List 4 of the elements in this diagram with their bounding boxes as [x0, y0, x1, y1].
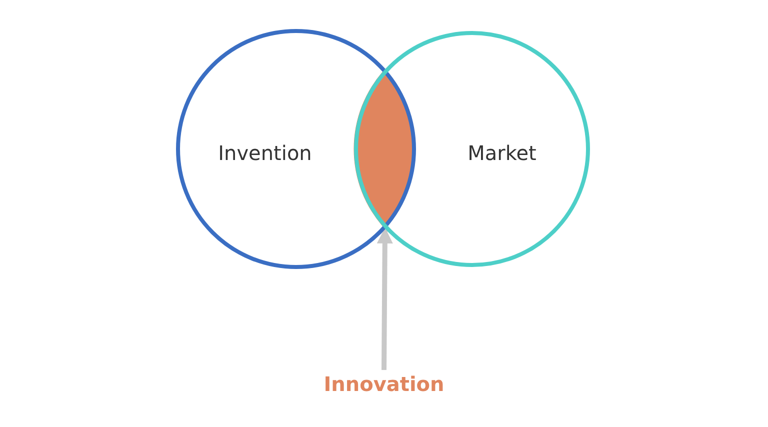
caption-label: Innovation [324, 372, 444, 396]
circle-label: Invention [218, 141, 312, 165]
circle-label: Market [468, 141, 536, 165]
arrow [376, 227, 393, 370]
